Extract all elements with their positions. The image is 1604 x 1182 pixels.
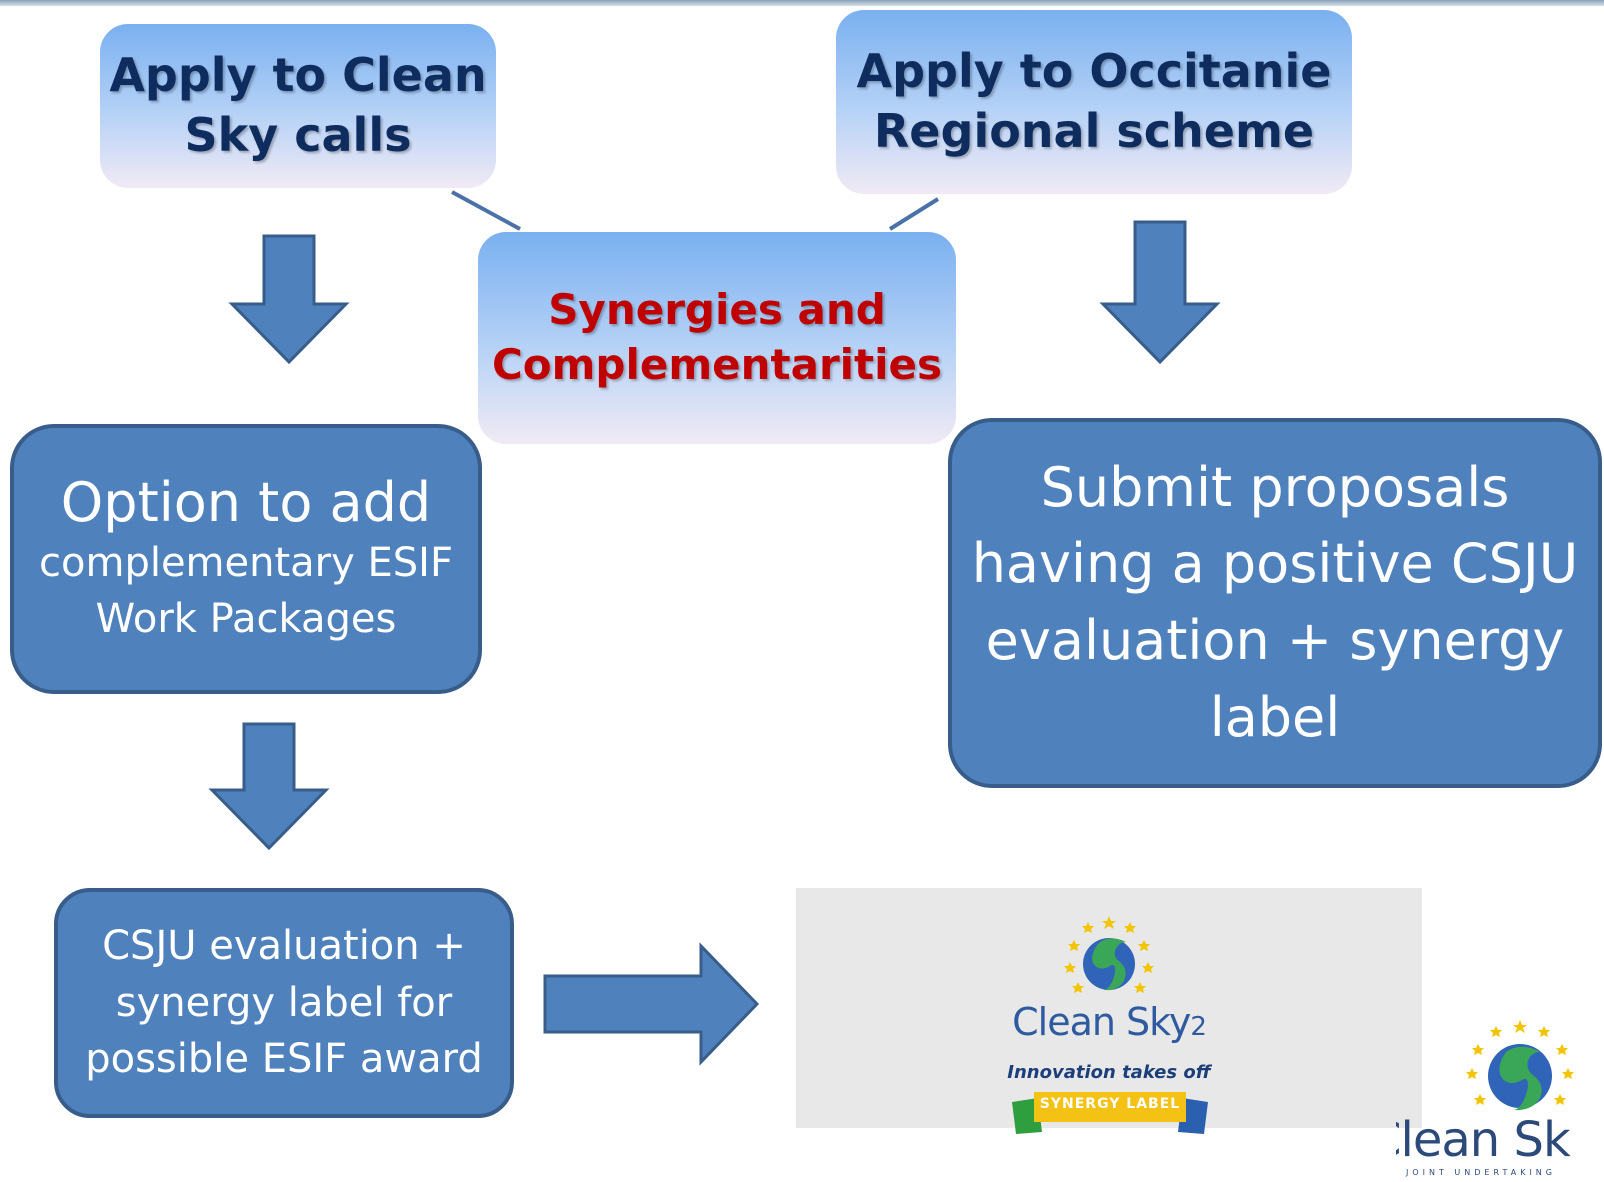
right-arrow (543, 942, 760, 1066)
csju-line3: possible ESIF award (85, 1036, 483, 1083)
apply-occitanie-line2: Regional scheme (873, 104, 1315, 158)
down-arrow-left-bottom (208, 722, 330, 851)
synergy-label-text: SYNERGY LABEL (1039, 1096, 1181, 1112)
down-arrow-left-top (228, 234, 350, 365)
submit-line4: label (1209, 685, 1341, 749)
csju-line2: synergy label for (115, 979, 453, 1026)
corner-wordmark: Clean Sk (1396, 1112, 1571, 1168)
corner-globe-icon (1466, 1020, 1574, 1111)
submit-line2: having a positive CSJU (971, 532, 1579, 596)
corner-clean-sky-logo: Clean Sk JOINT UNDERTAKING (1396, 1014, 1604, 1182)
innovation-tagline: Innovation takes off (1007, 1062, 1211, 1083)
clean-sky-globe-icon (1064, 916, 1154, 993)
option-line3: Work Packages (95, 596, 397, 643)
clean-sky-2-wordmark: Clean Sky2 (796, 1000, 1422, 1044)
synergies-line1: Synergies and (548, 285, 886, 335)
option-line1: Option to add (60, 470, 432, 534)
down-arrow-right-top (1099, 220, 1221, 365)
synergies-line2: Complementarities (491, 340, 943, 389)
csju-line1: CSJU evaluation + (102, 922, 466, 969)
clean-sky-2-logo-panel: Clean Sky2 Innovation takes off SYNERGY … (796, 888, 1422, 1134)
apply-clean-sky-line2: Sky calls (184, 108, 412, 162)
option-line2: complementary ESIF (39, 540, 453, 587)
submit-line3: evaluation + synergy (985, 609, 1565, 672)
connector-right (888, 197, 940, 231)
top-divider-line (0, 0, 1604, 6)
submit-line1: Submit proposals (1040, 455, 1510, 519)
submit-box: Submit proposals having a positive CSJU … (948, 418, 1602, 788)
apply-occitanie-box: Apply to Occitanie Regional scheme (836, 10, 1352, 194)
apply-clean-sky-box: Apply to Clean Sky calls (100, 24, 496, 188)
option-box: Option to add complementary ESIF Work Pa… (10, 424, 482, 694)
apply-occitanie-line1: Apply to Occitanie (856, 44, 1332, 99)
clean-sky-wordmark-text: Clean Sky (1012, 1000, 1191, 1044)
connector-left (451, 190, 521, 231)
synergies-box: Synergies and Complementarities (478, 232, 956, 444)
csju-box: CSJU evaluation + synergy label for poss… (54, 888, 514, 1118)
synergy-label-ribbon (1012, 1092, 1208, 1134)
corner-subtitle: JOINT UNDERTAKING (1406, 1168, 1556, 1177)
apply-clean-sky-line1: Apply to Clean (109, 48, 487, 103)
clean-sky-wordmark-suffix: 2 (1190, 1012, 1207, 1042)
